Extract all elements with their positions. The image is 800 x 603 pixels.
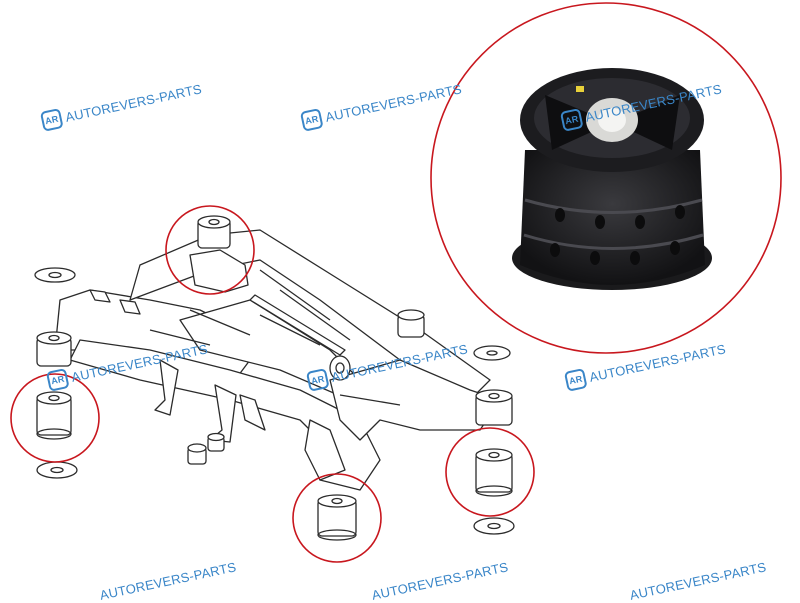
ar-logo-icon: AR: [299, 108, 324, 132]
ar-logo-icon: AR: [45, 368, 70, 392]
ar-logo-icon: AR: [305, 368, 330, 392]
bushing-photo: [512, 68, 712, 290]
highlight-circle-left: [10, 373, 100, 463]
bushing-drawings: [36, 215, 515, 541]
ar-logo-icon: AR: [559, 108, 584, 132]
ar-logo-icon: AR: [563, 368, 588, 392]
ar-logo-icon: AR: [39, 108, 64, 132]
subframe-drawing: [54, 229, 501, 491]
highlight-circles: [10, 2, 782, 563]
highlight-circle-right: [445, 427, 535, 517]
highlight-circle-large: [430, 2, 782, 354]
highlight-circle-bottom: [292, 473, 382, 563]
highlight-circle-top: [165, 205, 255, 295]
loose-parts: [34, 267, 511, 465]
